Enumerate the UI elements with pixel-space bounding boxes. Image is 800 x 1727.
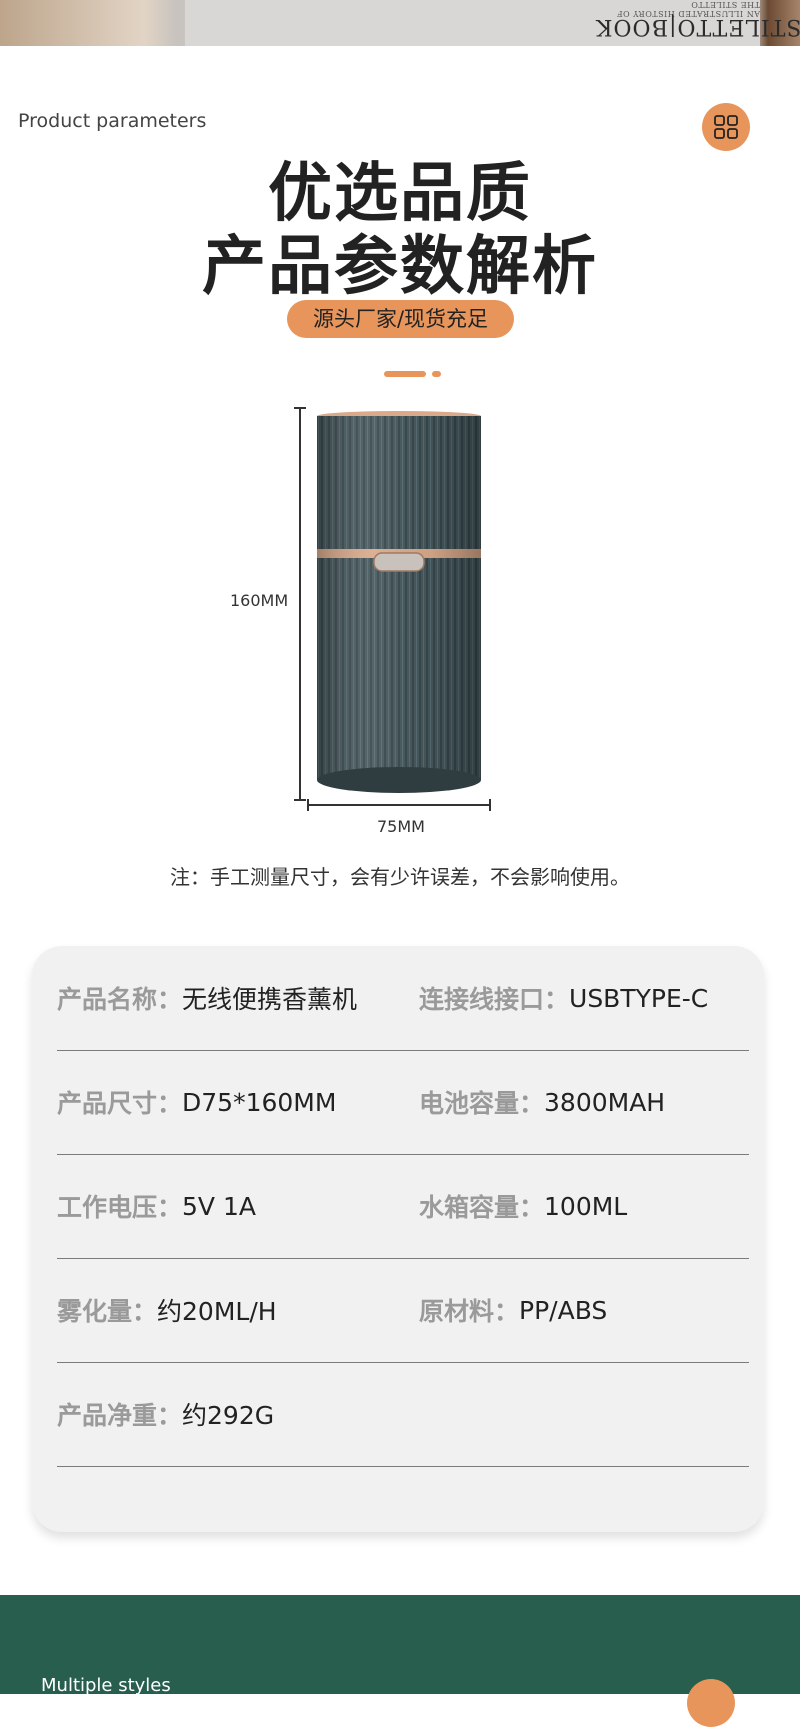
parameter-card: 产品名称： 无线便携香薰机 连接线接口： USBTYPE-C 产品尺寸： D75… xyxy=(32,946,764,1532)
param-voltage: 工作电压： 5V 1A xyxy=(57,1154,256,1258)
width-label: 75MM xyxy=(377,817,425,836)
width-tick-right xyxy=(489,799,491,811)
table-row: 产品名称： 无线便携香薰机 连接线接口： USBTYPE-C xyxy=(57,946,749,1051)
param-product-name: 产品名称： 无线便携香薰机 xyxy=(57,946,357,1050)
param-value: 5V 1A xyxy=(182,1191,256,1221)
table-row: 产品净重： 约292G xyxy=(57,1362,749,1467)
section-label: Product parameters xyxy=(18,110,207,132)
grid-menu-button[interactable] xyxy=(702,103,750,151)
param-key: 电池容量： xyxy=(419,1089,545,1118)
param-value: 100ML xyxy=(544,1191,628,1221)
divider-dash xyxy=(384,371,426,377)
headline-line-2: 产品参数解析 xyxy=(202,230,598,304)
table-row: 工作电压： 5V 1A 水箱容量： 100ML xyxy=(57,1154,749,1259)
table-row: 产品尺寸： D75*160MM 电池容量： 3800MAH xyxy=(57,1050,749,1155)
height-label: 160MM xyxy=(230,591,289,610)
param-value: 约292G xyxy=(182,1401,275,1430)
param-key: 连接线接口： xyxy=(419,985,570,1014)
source-badge: 源头厂家/现货充足 xyxy=(287,300,514,338)
width-dimension-line xyxy=(307,804,491,806)
footer-section: Multiple styles xyxy=(0,1595,800,1727)
param-value: USBTYPE-C xyxy=(569,983,709,1013)
param-key: 产品名称： xyxy=(57,985,183,1014)
measurement-note: 注：手工测量尺寸，会有少许误差，不会影响使用。 xyxy=(170,865,630,889)
book-title: STILETTO|BOOK xyxy=(595,14,800,39)
param-key: 产品尺寸： xyxy=(57,1089,183,1118)
param-key: 雾化量： xyxy=(57,1297,158,1326)
footer-menu-button[interactable] xyxy=(687,1679,735,1727)
param-key: 原材料： xyxy=(419,1297,520,1326)
param-weight: 产品净重： 约292G xyxy=(57,1362,274,1466)
grid-icon xyxy=(714,115,738,139)
param-material: 原材料： PP/ABS xyxy=(419,1258,607,1362)
book-cover: AN ILLUSTRATED HISTORY OF THE STILETTO S… xyxy=(185,0,800,46)
param-key: 产品净重： xyxy=(57,1401,183,1430)
param-battery: 电池容量： 3800MAH xyxy=(419,1050,665,1154)
width-tick-left xyxy=(307,799,309,811)
param-mist-rate: 雾化量： 约20ML/H xyxy=(57,1258,277,1362)
height-dimension-line xyxy=(299,408,301,800)
param-value: 无线便携香薰机 xyxy=(182,985,358,1014)
param-value: 约20ML/H xyxy=(157,1297,277,1326)
aroma-diffuser-image xyxy=(317,411,481,793)
param-key: 工作电压： xyxy=(57,1193,183,1222)
divider-dot xyxy=(432,371,441,377)
headline-line-1: 优选品质 xyxy=(268,157,532,231)
height-tick-bottom xyxy=(294,799,306,801)
param-value: D75*160MM xyxy=(182,1087,337,1117)
footer-label: Multiple styles xyxy=(41,1675,171,1696)
param-value: PP/ABS xyxy=(519,1295,608,1325)
param-value: 3800MAH xyxy=(544,1087,666,1117)
height-tick-top xyxy=(294,407,306,409)
param-connector: 连接线接口： USBTYPE-C xyxy=(419,946,708,1050)
param-tank: 水箱容量： 100ML xyxy=(419,1154,627,1258)
param-key: 水箱容量： xyxy=(419,1193,545,1222)
table-row: 雾化量： 约20ML/H 原材料： PP/ABS xyxy=(57,1258,749,1363)
param-product-size: 产品尺寸： D75*160MM xyxy=(57,1050,336,1154)
